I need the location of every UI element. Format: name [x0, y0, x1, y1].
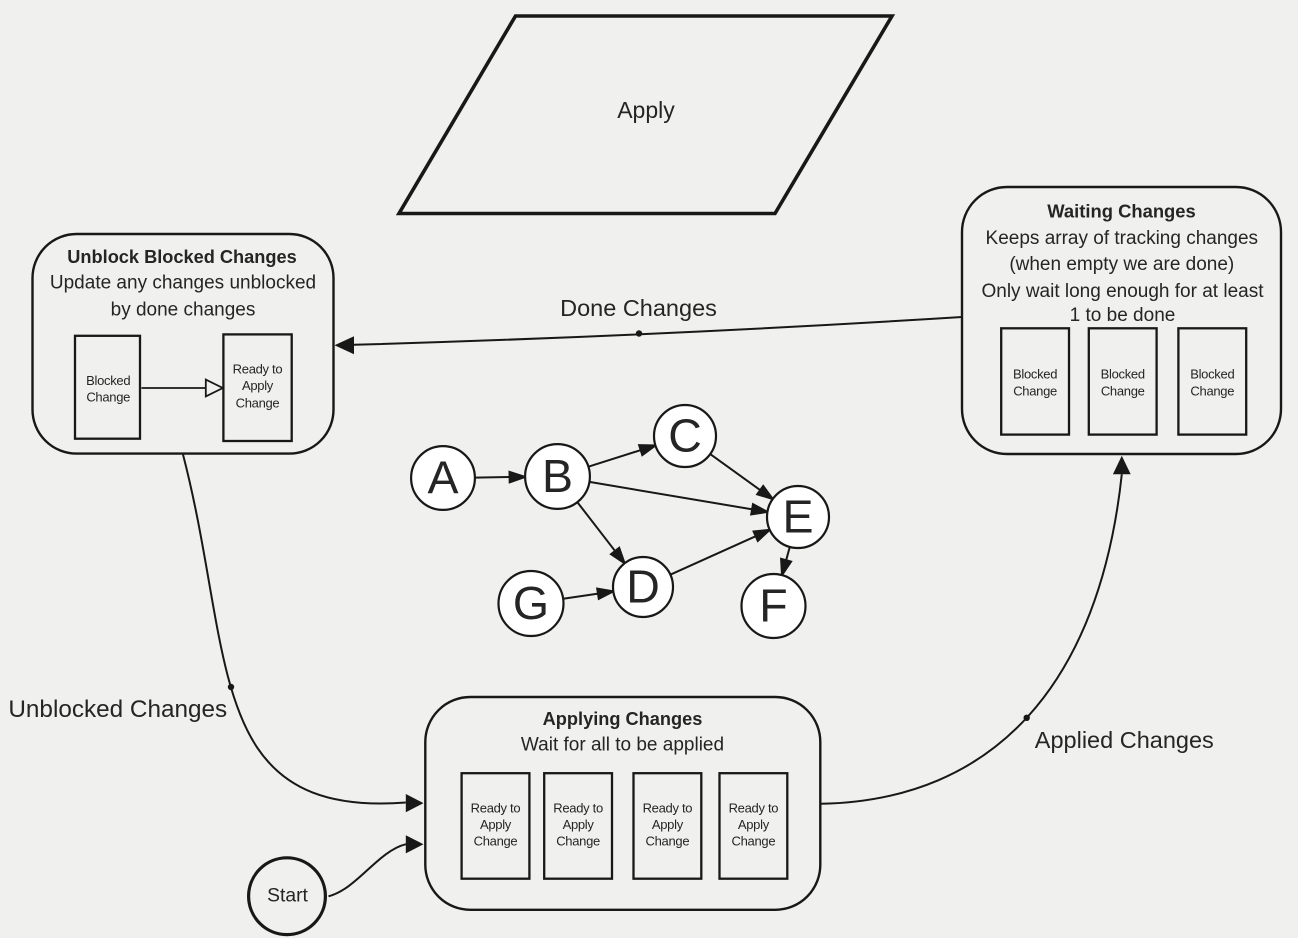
svg-text:C: C: [668, 410, 702, 462]
svg-text:Change: Change: [1013, 384, 1057, 399]
svg-text:Change: Change: [646, 834, 690, 849]
svg-text:Ready to: Ready to: [471, 800, 521, 815]
svg-text:A: A: [427, 452, 458, 504]
svg-text:Change: Change: [732, 834, 776, 849]
svg-text:Ready to: Ready to: [729, 800, 779, 815]
svg-text:E: E: [782, 491, 813, 543]
svg-text:Unblock Blocked Changes: Unblock Blocked Changes: [67, 247, 296, 267]
svg-text:Change: Change: [1190, 384, 1234, 399]
svg-text:Apply: Apply: [563, 817, 595, 832]
svg-text:B: B: [542, 450, 573, 502]
svg-text:Change: Change: [236, 396, 280, 411]
svg-text:Change: Change: [556, 834, 600, 849]
svg-text:Keeps array of tracking change: Keeps array of tracking changes: [986, 228, 1259, 249]
svg-text:(when empty we are done): (when empty we are done): [1009, 254, 1234, 275]
svg-text:Change: Change: [474, 834, 518, 849]
svg-text:Apply: Apply: [242, 378, 274, 393]
svg-text:G: G: [513, 577, 549, 629]
svg-text:Only wait long enough for at l: Only wait long enough for at least: [981, 281, 1264, 302]
svg-text:Applied Changes: Applied Changes: [1035, 727, 1214, 753]
svg-text:Ready to: Ready to: [553, 800, 603, 815]
svg-text:Waiting Changes: Waiting Changes: [1047, 200, 1196, 221]
svg-text:by done changes: by done changes: [111, 299, 256, 320]
svg-text:1 to be done: 1 to be done: [1070, 305, 1176, 326]
svg-text:Change: Change: [86, 390, 130, 405]
svg-text:Apply: Apply: [738, 817, 770, 832]
svg-text:Ready to: Ready to: [643, 800, 693, 815]
svg-text:Blocked: Blocked: [1013, 367, 1057, 382]
svg-text:Ready to: Ready to: [233, 362, 283, 377]
svg-text:Applying Changes: Applying Changes: [543, 709, 703, 729]
svg-text:Apply: Apply: [617, 97, 675, 123]
svg-text:Done Changes: Done Changes: [560, 295, 717, 321]
svg-text:Blocked: Blocked: [86, 373, 130, 388]
svg-text:Blocked: Blocked: [1190, 367, 1234, 382]
svg-text:Apply: Apply: [480, 817, 512, 832]
svg-text:F: F: [759, 580, 787, 632]
svg-text:Apply: Apply: [652, 817, 684, 832]
svg-text:Change: Change: [1101, 384, 1145, 399]
svg-text:D: D: [626, 561, 660, 613]
svg-text:Update any changes unblocked: Update any changes unblocked: [50, 273, 316, 294]
svg-text:Blocked: Blocked: [1101, 367, 1145, 382]
svg-text:Start: Start: [267, 886, 308, 907]
svg-text:Wait for all to be applied: Wait for all to be applied: [521, 735, 724, 756]
svg-text:Unblocked Changes: Unblocked Changes: [8, 696, 227, 723]
